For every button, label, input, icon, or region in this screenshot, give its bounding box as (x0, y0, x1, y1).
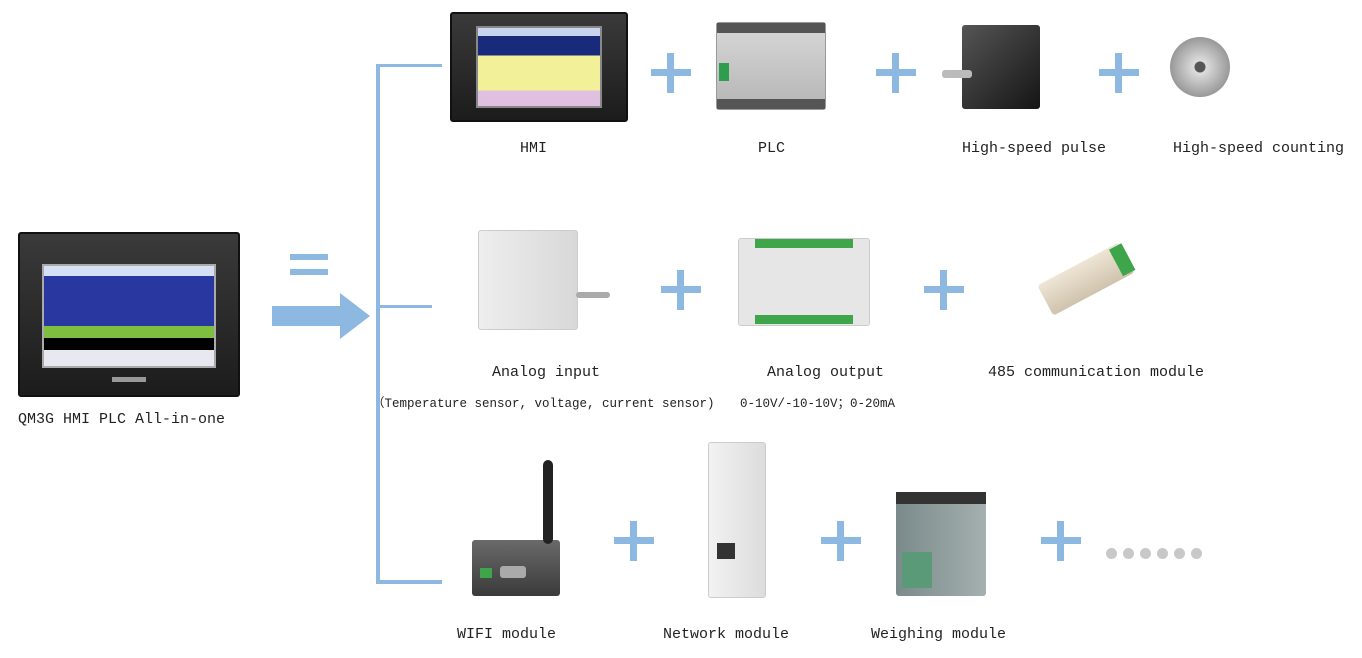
rs485-module-image (1037, 242, 1136, 316)
analog-output-sublabel: 0-10V/-10-10V；0-20mA (740, 397, 896, 411)
antenna-icon (543, 460, 553, 544)
plus-icon (1041, 521, 1081, 561)
plc-image (716, 22, 826, 110)
ribbon-cable (576, 292, 610, 298)
analog-output-label: Analog output (767, 364, 885, 381)
analog-input-module-image (478, 230, 578, 330)
high-speed-counting-label: High-speed counting (1173, 140, 1345, 157)
weighing-module-label: Weighing module (871, 626, 1007, 643)
bracket-branch-bottom (376, 580, 442, 584)
hmi-label: HMI (520, 140, 548, 157)
plus-icon (821, 521, 861, 561)
hmi-image (450, 12, 628, 122)
bracket-branch-middle (376, 305, 432, 308)
plus-icon (1099, 53, 1139, 93)
analog-input-label: Analog input (492, 364, 601, 381)
high-speed-pulse-label: High-speed pulse (962, 140, 1107, 157)
hmi-plc-device-image (18, 232, 240, 397)
encoder-image (1170, 37, 1230, 97)
wifi-module-label: WIFI module (457, 626, 557, 643)
equals-icon (290, 254, 328, 276)
plc-label: PLC (758, 140, 786, 157)
network-module-image (708, 442, 766, 598)
plus-icon (661, 270, 701, 310)
analog-input-sublabel: （Temperature sensor, voltage, current se… (372, 397, 715, 411)
network-module-label: Network module (663, 626, 790, 643)
rs485-module-label: 485 communication module (988, 364, 1205, 381)
arrow-right-icon (272, 293, 370, 339)
plus-icon (876, 53, 916, 93)
main-device-label: QM3G HMI PLC All-in-one (18, 411, 226, 428)
plus-icon (614, 521, 654, 561)
analog-output-module-image (738, 238, 870, 326)
ellipsis-dots-icon (1106, 548, 1206, 560)
bracket-vertical (376, 64, 380, 584)
motor-shaft (942, 70, 972, 78)
weighing-module-image (896, 492, 986, 596)
plus-icon (924, 270, 964, 310)
wifi-module-image (472, 540, 560, 596)
bracket-branch-top (376, 64, 442, 67)
stepper-motor-image (962, 25, 1040, 109)
plus-icon (651, 53, 691, 93)
